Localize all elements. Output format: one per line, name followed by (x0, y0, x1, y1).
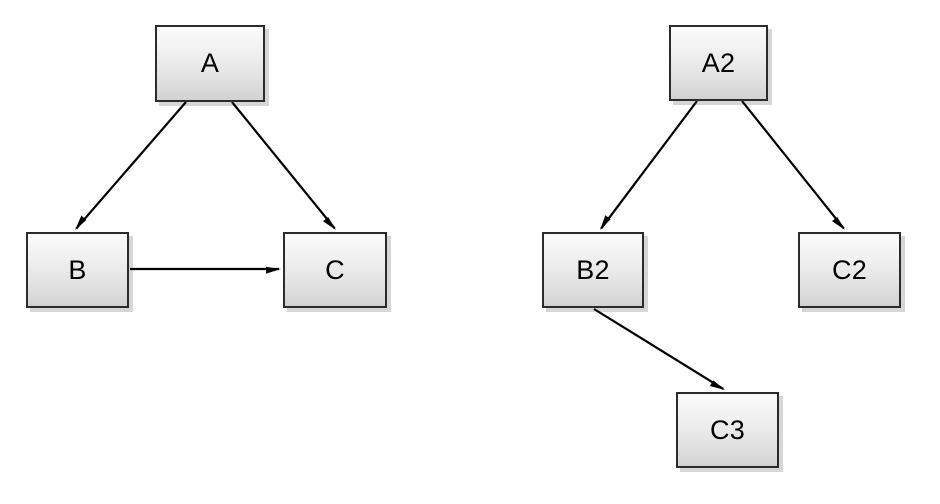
edge-A-C (231, 101, 336, 230)
node-label: C3 (709, 414, 746, 445)
arrowhead-icon (832, 216, 845, 230)
node-label: A (200, 48, 220, 78)
node-c[interactable]: C (283, 232, 387, 308)
node-b[interactable]: B (26, 232, 129, 308)
arrowhead-icon (600, 215, 611, 230)
edge-A2-B2 (600, 100, 698, 230)
edge-line (231, 101, 336, 230)
edge-A2-C2 (741, 100, 845, 230)
node-label: A2 (701, 47, 736, 78)
arrowhead-icon (266, 266, 281, 274)
node-label: C (325, 254, 345, 285)
node-a[interactable]: A (155, 25, 265, 102)
edge-line (600, 100, 698, 230)
edge-line (75, 101, 187, 230)
node-label: B (68, 254, 87, 285)
edge-line (741, 100, 845, 230)
node-label: B2 (576, 254, 610, 285)
edge-A-B (75, 101, 187, 230)
node-label: C2 (831, 254, 868, 285)
node-a2[interactable]: A2 (669, 25, 768, 101)
edge-line (593, 308, 724, 390)
node-c2[interactable]: C2 (798, 232, 901, 308)
node-c3[interactable]: C3 (676, 392, 779, 468)
node-b2[interactable]: B2 (542, 232, 644, 308)
edge-B-C (130, 266, 281, 274)
arrowhead-icon (322, 217, 336, 230)
edge-B2-C3 (593, 308, 725, 390)
arrowhead-icon (709, 380, 725, 390)
arrowhead-icon (75, 215, 87, 230)
